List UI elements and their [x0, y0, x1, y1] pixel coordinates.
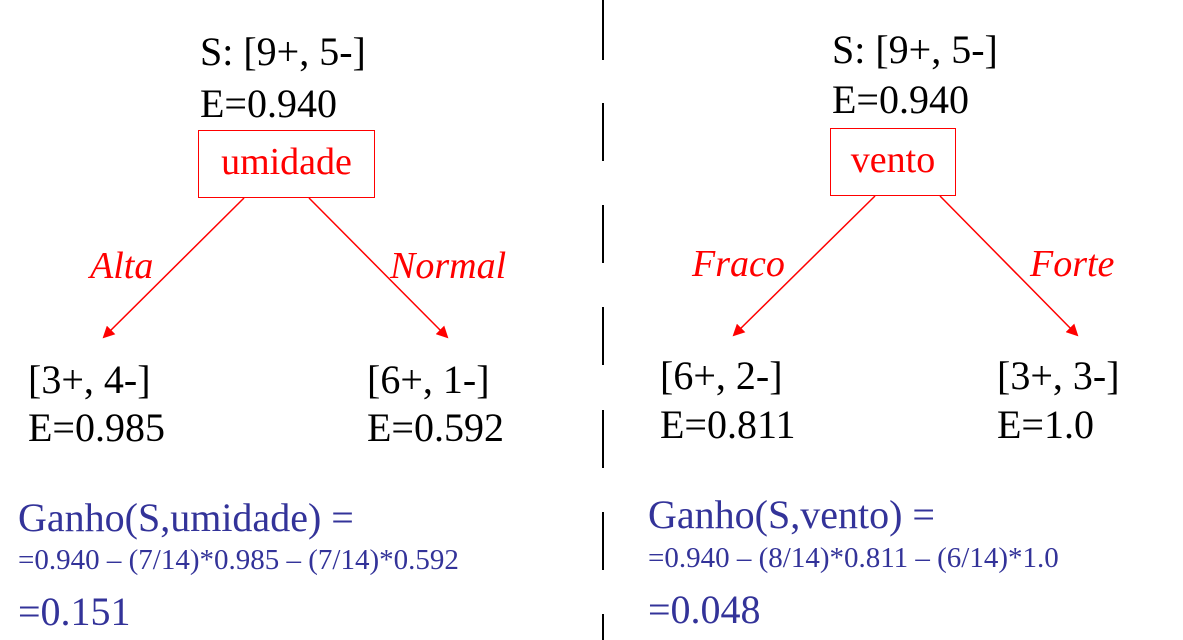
attribute-node-umidade: umidade [198, 130, 375, 198]
left-root-entropy: E=0.940 [200, 81, 337, 126]
left-child-left-set: [3+, 4-] [28, 357, 151, 402]
divider-segment [602, 307, 604, 365]
divider-segment [602, 410, 604, 468]
attribute-node-vento: vento [830, 128, 956, 196]
divider-segment [602, 512, 604, 570]
arrow-umidade-normal [308, 197, 449, 339]
right-gain-result: =0.048 [648, 587, 761, 632]
left-child-right-set: [6+, 1-] [367, 357, 490, 402]
left-gain-result: =0.151 [18, 589, 131, 634]
right-child-left-entropy: E=0.811 [660, 402, 796, 447]
arrow-vento-fraco [732, 195, 876, 337]
left-gain-title: Ganho(S,umidade) = [18, 495, 354, 540]
branch-label-forte: Forte [1030, 243, 1115, 285]
right-child-right-entropy: E=1.0 [997, 402, 1094, 447]
right-root-entropy: E=0.940 [832, 77, 969, 122]
branch-label-alta: Alta [90, 245, 154, 287]
branch-label-fraco: Fraco [692, 243, 785, 285]
divider-segment [602, 103, 604, 161]
left-child-left-entropy: E=0.985 [28, 405, 165, 450]
branch-label-normal: Normal [390, 245, 507, 287]
arrow-vento-forte [939, 195, 1079, 337]
right-child-right-set: [3+, 3-] [997, 353, 1120, 398]
left-root-set: S: [9+, 5-] [200, 29, 366, 74]
left-child-right-entropy: E=0.592 [367, 405, 504, 450]
right-child-left-set: [6+, 2-] [660, 353, 783, 398]
divider-segment [602, 614, 604, 640]
divider-segment [602, 205, 604, 263]
left-gain-formula: =0.940 – (7/14)*0.985 – (7/14)*0.592 [18, 544, 459, 576]
right-gain-title: Ganho(S,vento) = [648, 492, 935, 537]
arrow-umidade-alta [102, 197, 245, 339]
right-gain-formula: =0.940 – (8/14)*0.811 – (6/14)*1.0 [648, 542, 1059, 574]
divider-segment [602, 0, 604, 60]
right-root-set: S: [9+, 5-] [832, 27, 998, 72]
